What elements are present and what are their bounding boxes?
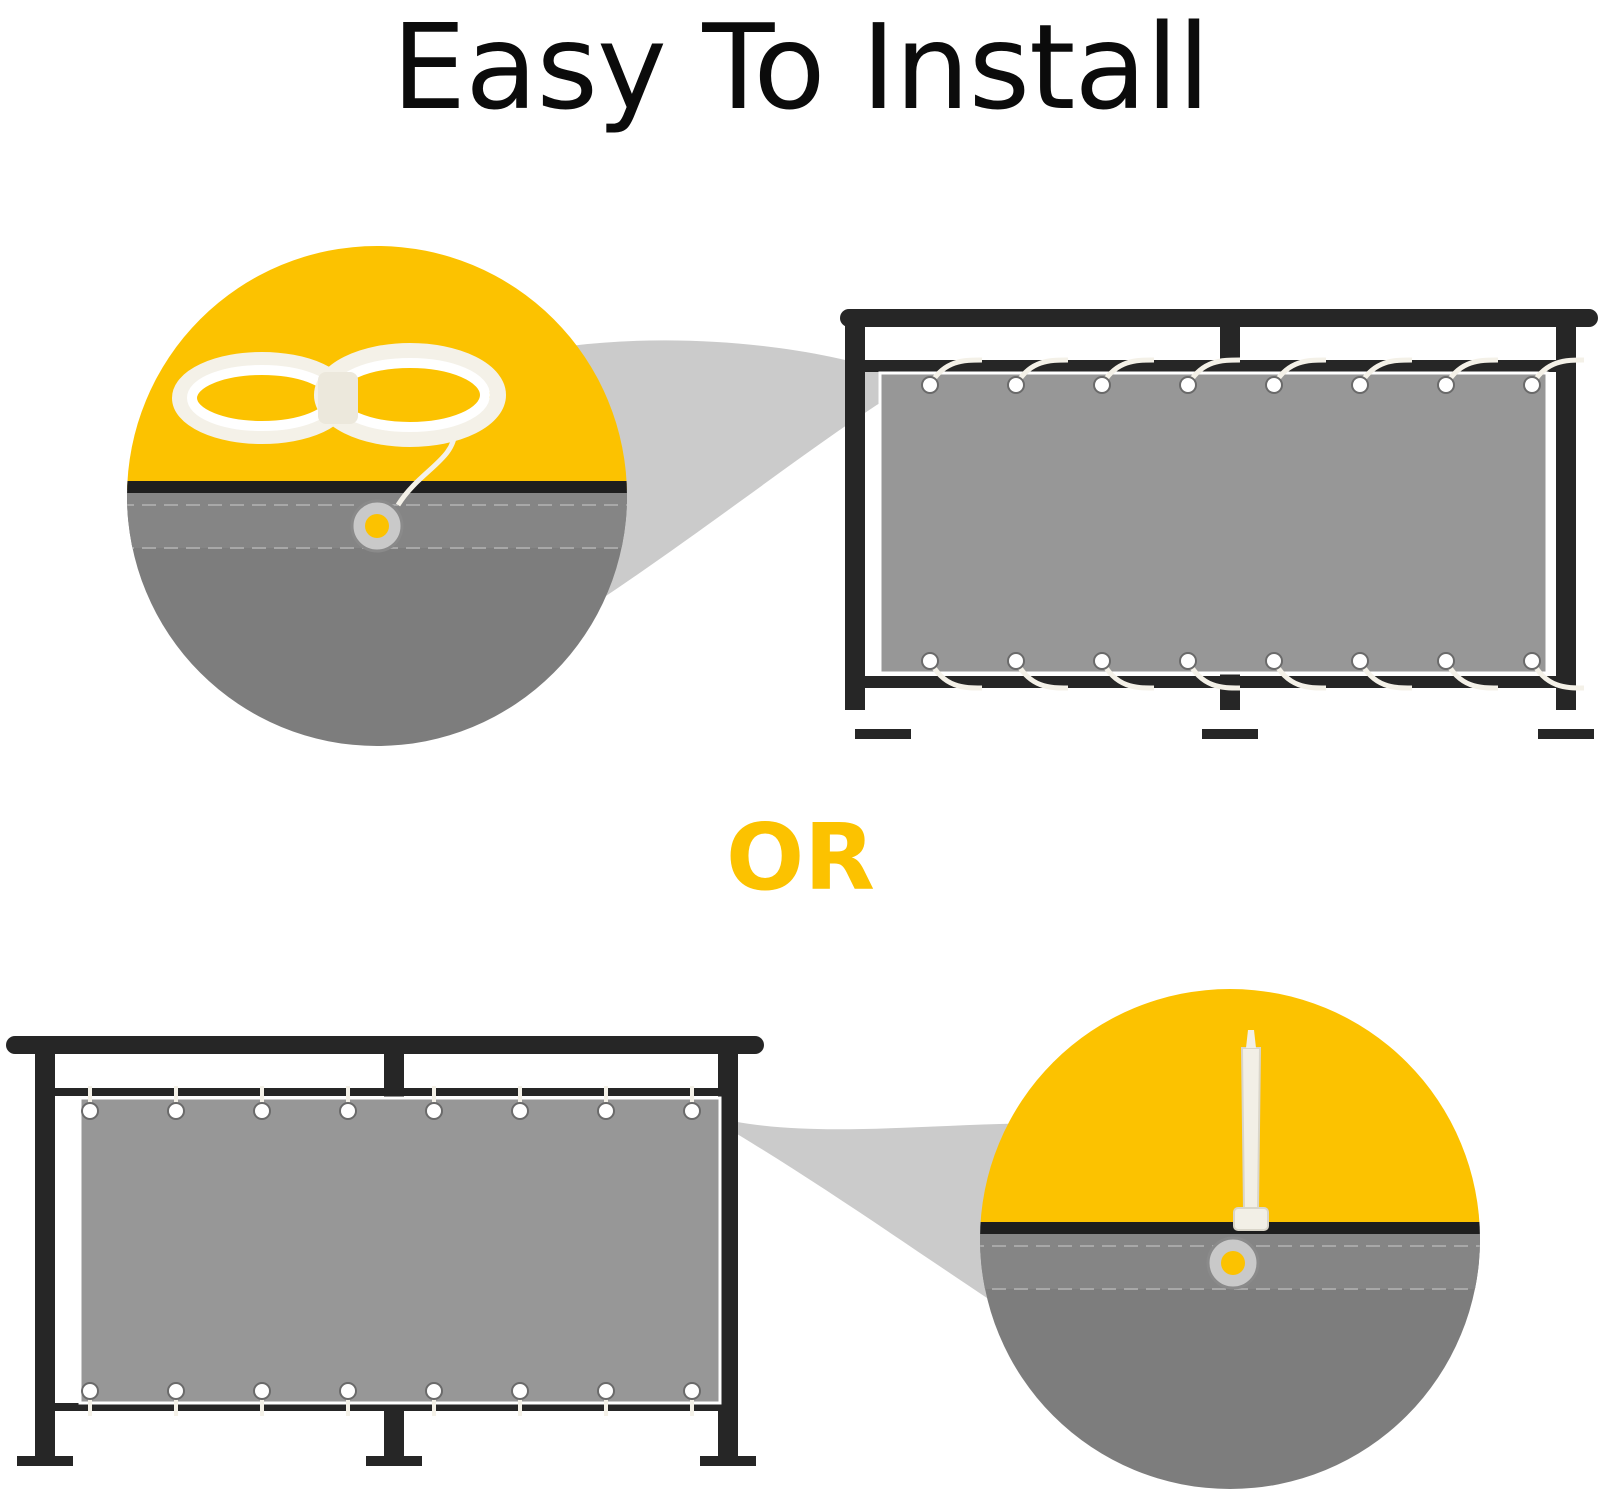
grommet bbox=[167, 1102, 185, 1120]
railing-bottom bbox=[6, 1036, 764, 1466]
grommet bbox=[597, 1102, 615, 1120]
grommet bbox=[921, 652, 939, 670]
privacy-screen-panel bbox=[78, 1096, 722, 1405]
grommet bbox=[1179, 376, 1197, 394]
grommet bbox=[511, 1382, 529, 1400]
grommet bbox=[1265, 376, 1283, 394]
grommet bbox=[1351, 376, 1369, 394]
grommet bbox=[683, 1382, 701, 1400]
grommet bbox=[81, 1382, 99, 1400]
grommet bbox=[167, 1382, 185, 1400]
grommet bbox=[425, 1382, 443, 1400]
grommet bbox=[253, 1102, 271, 1120]
grommet bbox=[1437, 376, 1455, 394]
privacy-screen-panel bbox=[878, 371, 1549, 675]
grommet bbox=[425, 1102, 443, 1120]
grommet bbox=[1523, 652, 1541, 670]
grommet bbox=[253, 1382, 271, 1400]
rope-lacing bbox=[921, 357, 1585, 691]
grommet bbox=[1523, 376, 1541, 394]
rope-coil-icon bbox=[172, 343, 506, 507]
callout-beam-bottom bbox=[705, 1115, 1040, 1300]
grommet bbox=[683, 1102, 701, 1120]
grommet bbox=[597, 1382, 615, 1400]
grommet bbox=[921, 376, 939, 394]
grommet bbox=[1179, 652, 1197, 670]
grommet bbox=[1093, 376, 1111, 394]
railing-top bbox=[840, 309, 1598, 739]
grommet bbox=[1351, 652, 1369, 670]
grommet bbox=[81, 1102, 99, 1120]
grommet bbox=[1265, 652, 1283, 670]
cable-tie-icon bbox=[1233, 1030, 1269, 1231]
grommet bbox=[339, 1102, 357, 1120]
grommet-icon bbox=[1206, 1236, 1260, 1290]
grommet bbox=[339, 1382, 357, 1400]
grommet-icon bbox=[350, 499, 404, 553]
grommet bbox=[1007, 376, 1025, 394]
or-separator: OR bbox=[725, 804, 876, 911]
callout-beam-top bbox=[570, 340, 915, 600]
grommet bbox=[1007, 652, 1025, 670]
grommet bbox=[1437, 652, 1455, 670]
page-title: Easy To Install bbox=[391, 0, 1211, 136]
cable-tie-row bbox=[81, 1086, 701, 1416]
grommet bbox=[511, 1102, 529, 1120]
grommet bbox=[1093, 652, 1111, 670]
